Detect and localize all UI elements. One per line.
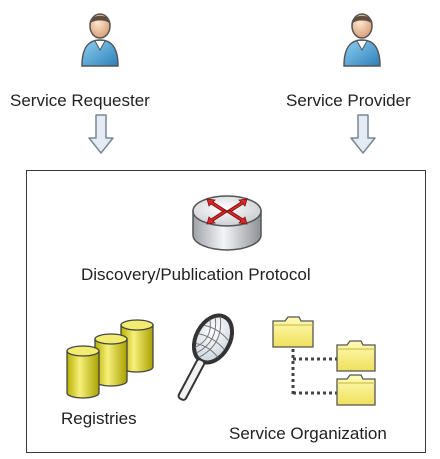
service-provider-label: Service Provider — [286, 91, 411, 110]
user-icon — [343, 13, 381, 67]
service-requester-label: Service Requester — [10, 91, 150, 110]
magnifier-icon — [177, 313, 235, 401]
down-arrow-icon — [350, 114, 376, 154]
user-icon — [81, 13, 119, 67]
service-organization-label: Service Organization — [229, 424, 387, 443]
database-icon — [66, 319, 154, 399]
service-requester: Service Requester — [0, 0, 220, 160]
registries-label: Registries — [61, 409, 137, 428]
discovery-container: Discovery/Publication Protocol Registrie… — [26, 170, 426, 453]
folder-tree-icon — [272, 316, 376, 406]
down-arrow-icon — [88, 114, 114, 154]
router-icon — [192, 195, 262, 251]
service-provider: Service Provider — [220, 0, 440, 160]
protocol-label: Discovery/Publication Protocol — [81, 265, 311, 284]
